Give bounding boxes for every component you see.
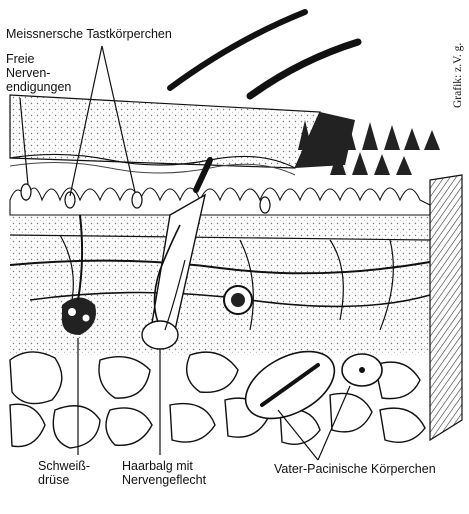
label-meissner: Meissnersche Tastkörperchen [6, 27, 172, 41]
side-block [430, 175, 462, 440]
hair-strands [170, 12, 358, 96]
image-credit: Grafik: z.V. g. [452, 43, 464, 108]
label-freie-line2: Nerven- [6, 66, 50, 80]
label-haarbalg-line1: Haarbalg mit [122, 459, 193, 473]
label-haarbalg-line2: Nervengeflecht [122, 473, 206, 487]
label-freie-line1: Freie [6, 52, 34, 66]
label-vater-pacini: Vater-Pacinische Körperchen [274, 462, 436, 476]
label-freie-line3: endigungen [6, 80, 71, 94]
coiled-gland [224, 286, 252, 314]
label-schweiss-line1: Schweiß- [38, 459, 90, 473]
label-schweiss-line2: drüse [38, 473, 69, 487]
